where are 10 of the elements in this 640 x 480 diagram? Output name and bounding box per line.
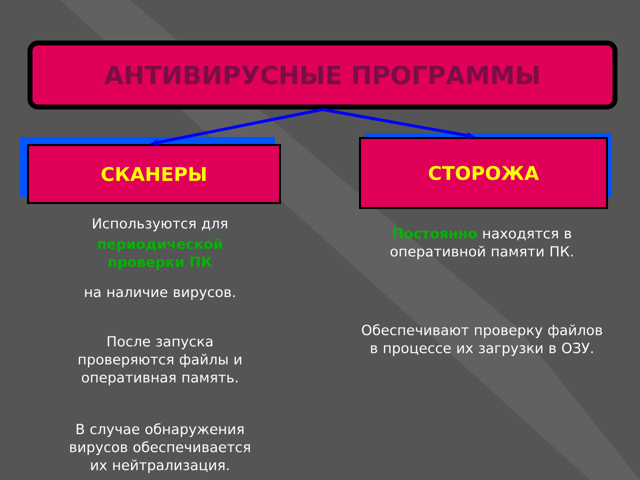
category-box: СКАНЕРЫ xyxy=(20,137,281,204)
text-paragraph: После запуска проверяются файлы и оперативная память. xyxy=(78,336,242,386)
title-box: АНТИВИРУСНЫЕ ПРОГРАММЫ xyxy=(28,40,618,110)
text-paragraph: периодической проверки ПК xyxy=(98,238,222,270)
text-paragraph: Обеспечивают проверку файлов в процессе их загрузки в ОЗУ. xyxy=(362,324,602,356)
text-paragraph: В случае обнаружения вирусов обеспечивается их нейтрализация. xyxy=(70,423,250,473)
text-paragraph: Постоянно находятся в оперативной памяти ПК. xyxy=(390,228,573,260)
category-box: СТОРОЖА xyxy=(359,133,612,209)
text-paragraph: Используются для xyxy=(93,218,228,232)
text-paragraph: на наличие вирусов. xyxy=(85,289,235,300)
